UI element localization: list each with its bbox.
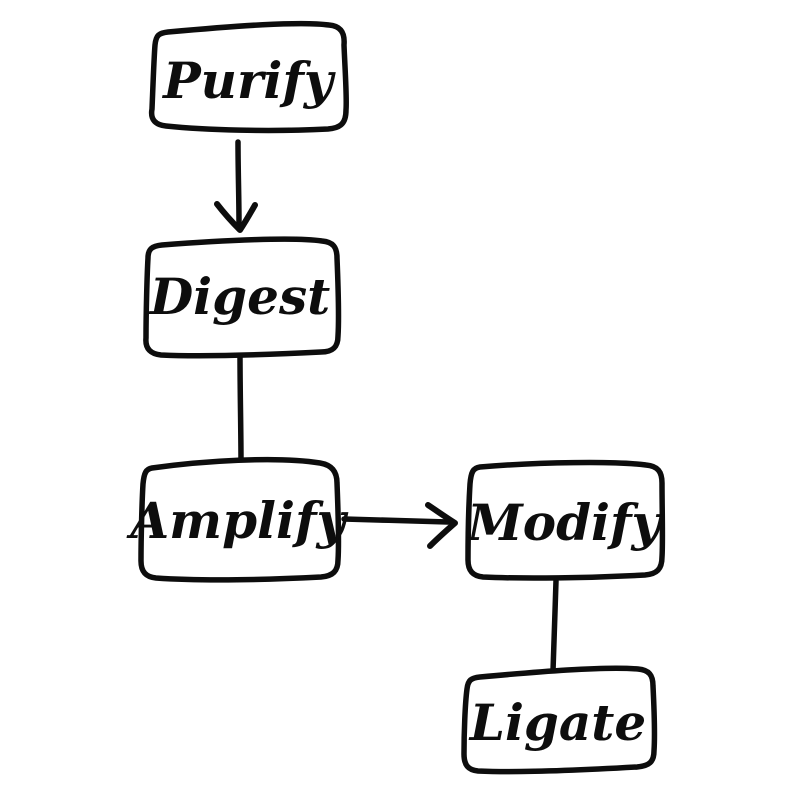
node-ligate-label: Ligate bbox=[468, 693, 646, 752]
edge-modify-to-ligate bbox=[550, 578, 559, 674]
edge-amplify-to-modify bbox=[341, 502, 458, 549]
node-modify-box bbox=[465, 459, 666, 581]
edge-line bbox=[550, 578, 559, 674]
node-amplify-box bbox=[138, 456, 342, 583]
edge-digest-to-amplify bbox=[237, 351, 244, 465]
arrowhead-down-icon bbox=[214, 201, 258, 233]
node-purify-box bbox=[148, 20, 350, 134]
node-ligate: Ligate bbox=[461, 665, 658, 775]
edge-line bbox=[235, 139, 242, 226]
node-ligate-box bbox=[461, 665, 658, 775]
edge-line bbox=[237, 351, 244, 465]
node-amplify-label: Amplify bbox=[126, 491, 348, 550]
node-purify: Purify bbox=[148, 20, 350, 134]
edge-line bbox=[341, 516, 451, 525]
node-digest-label: Digest bbox=[148, 267, 330, 326]
node-modify: Modify bbox=[465, 459, 666, 581]
node-amplify: Amplify bbox=[126, 456, 349, 583]
node-purify-label: Purify bbox=[161, 51, 336, 110]
node-digest: Digest bbox=[143, 236, 342, 359]
arrowhead-right-icon bbox=[425, 502, 458, 549]
node-digest-box bbox=[143, 236, 342, 359]
edge-purify-to-digest bbox=[214, 139, 258, 233]
node-modify-label: Modify bbox=[465, 493, 663, 552]
